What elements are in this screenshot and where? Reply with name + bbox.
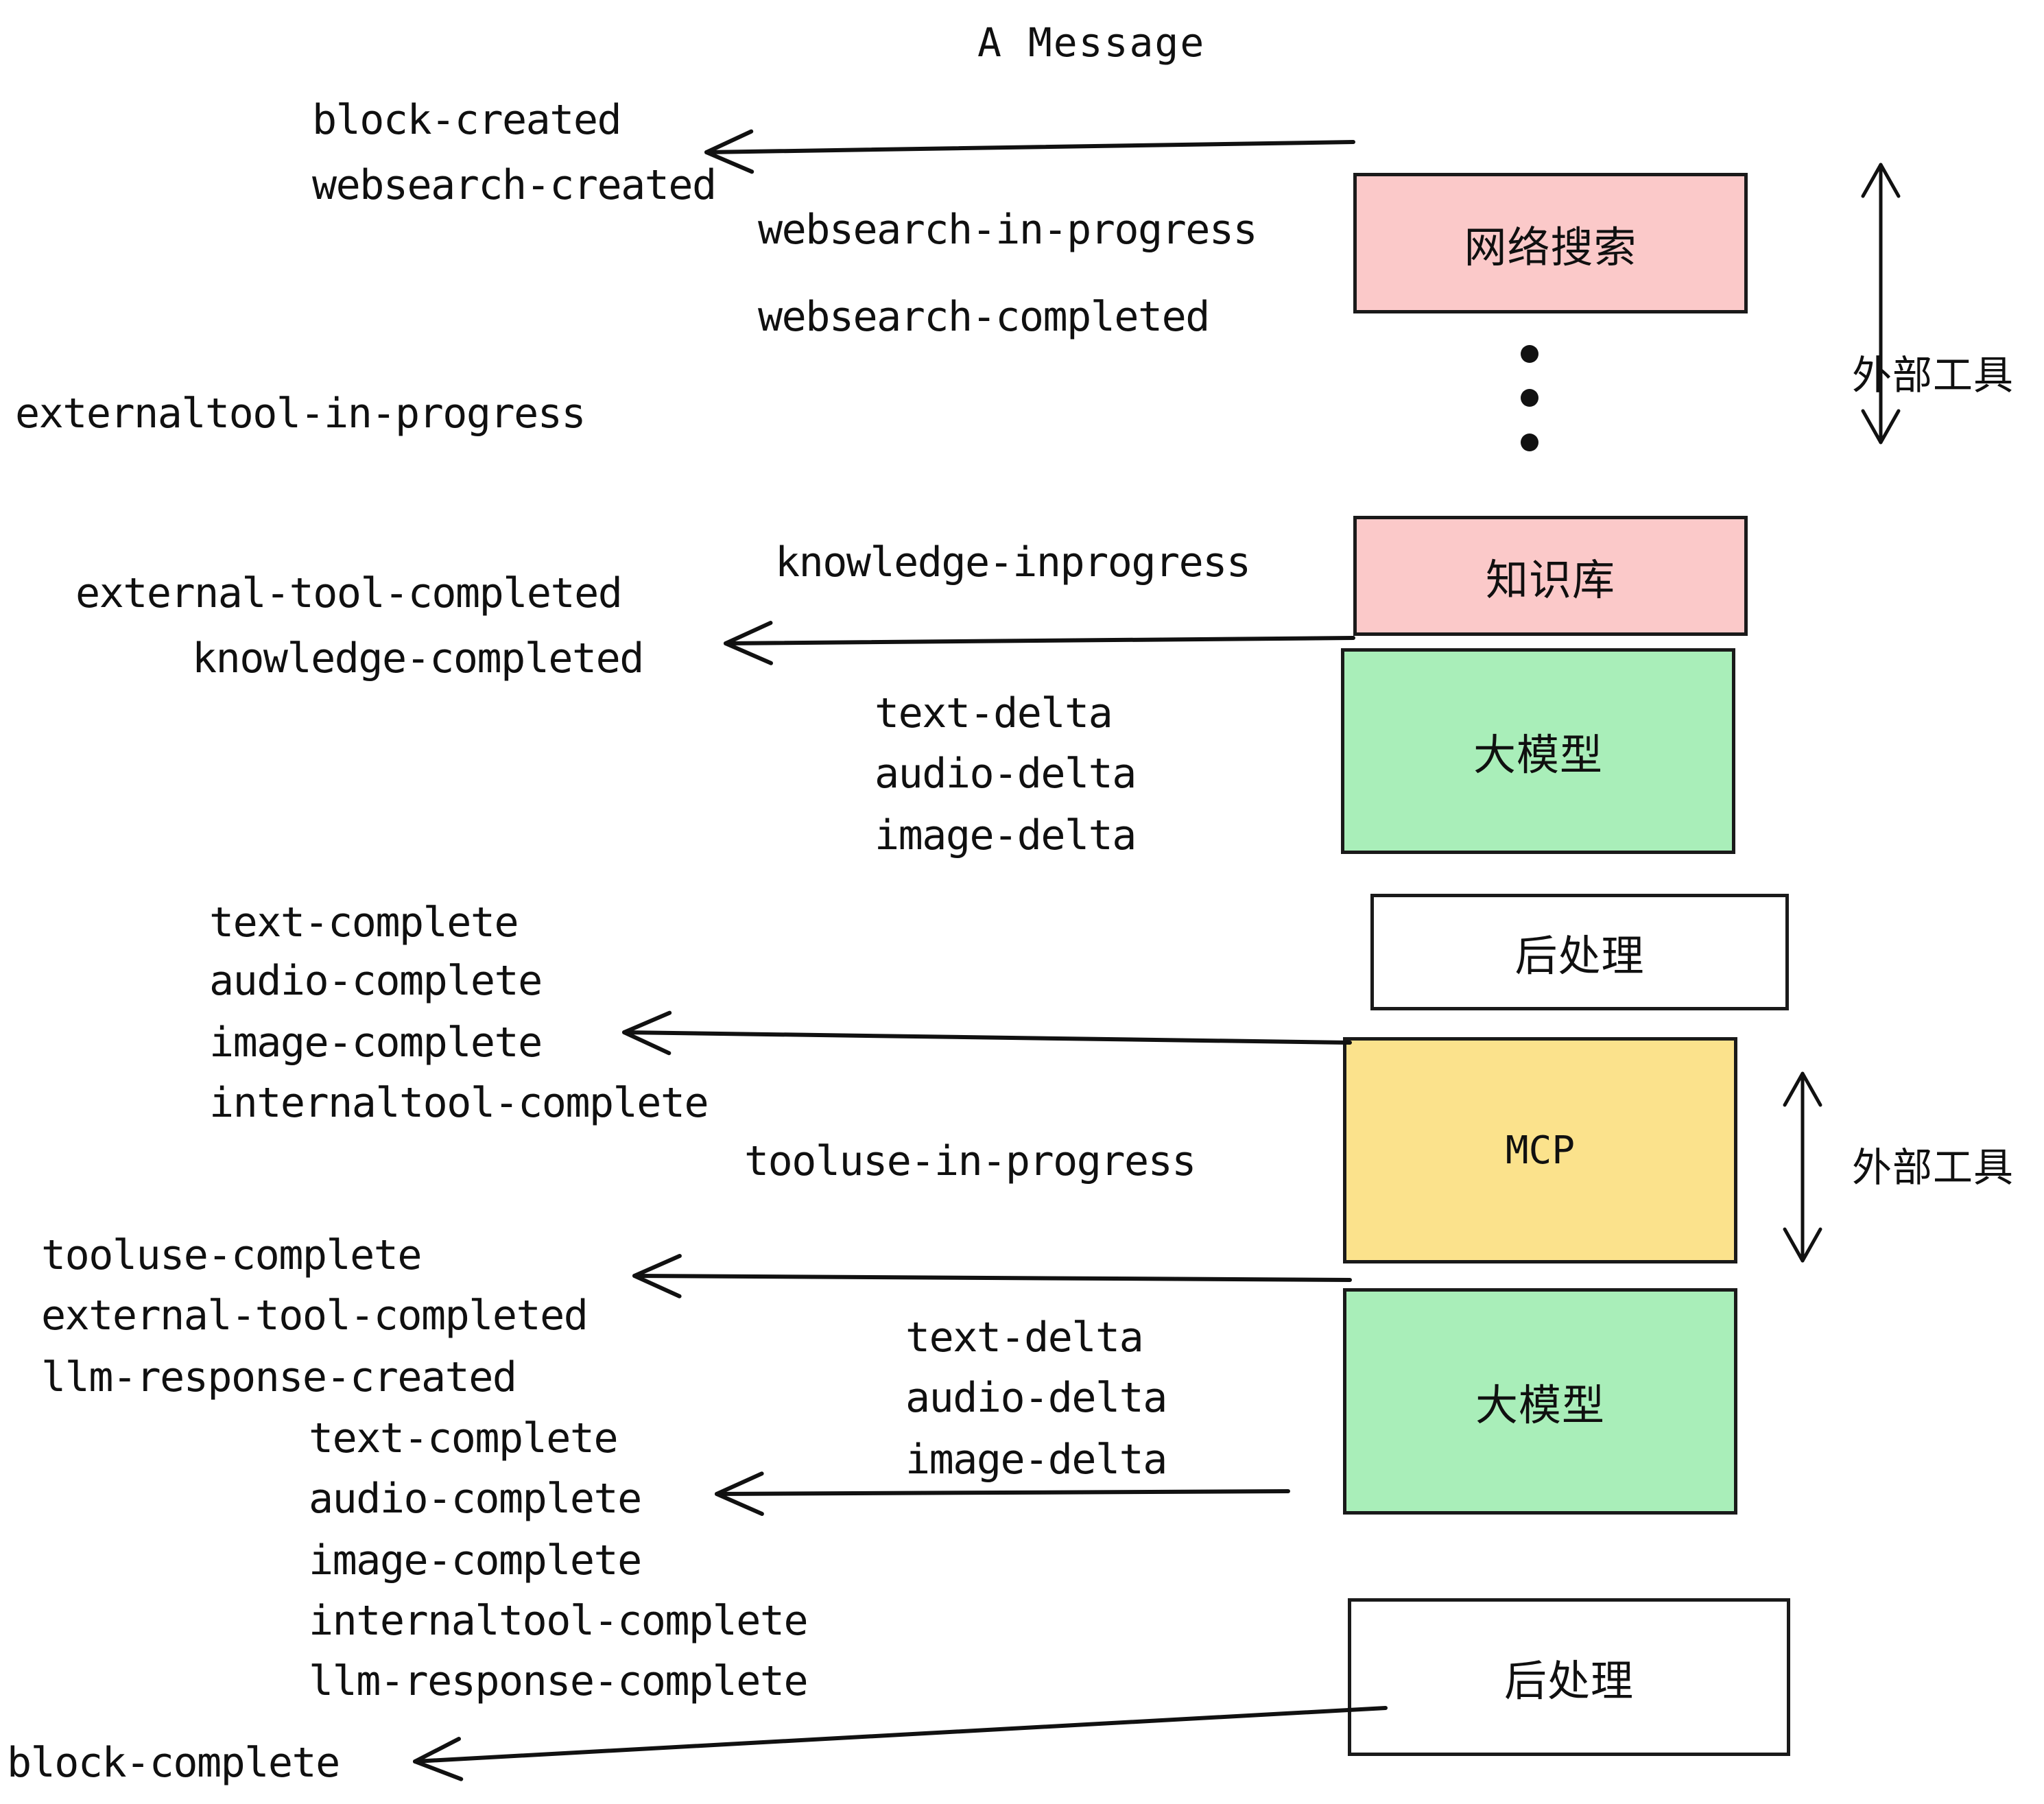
event-label-external-tool-completed-2: external-tool-completed	[41, 1292, 589, 1340]
page-title: A Message	[977, 19, 1206, 66]
event-label-image-delta-1: image-delta	[875, 811, 1137, 859]
event-label-websearch-in-progress: websearch-in-progress	[758, 206, 1258, 254]
node-box-postprocess-bottom: 后处理	[1348, 1598, 1790, 1756]
node-box-label: 大模型	[1475, 1380, 1605, 1430]
event-label-internaltool-complete-2: internaltool-complete	[309, 1597, 809, 1645]
event-label-external-tool-completed-1: external-tool-completed	[75, 569, 623, 617]
node-box-label: 大模型	[1473, 730, 1603, 780]
node-box-knowledge: 知识库	[1353, 516, 1748, 636]
arrow-knowledge-completed	[724, 621, 1355, 665]
event-label-websearch-completed: websearch-completed	[758, 293, 1210, 341]
event-label-block-complete: block-complete	[7, 1739, 340, 1787]
node-box-label: 网络搜索	[1464, 222, 1637, 272]
arrow-audio-complete-shaft	[715, 1489, 1290, 1496]
node-box-mcp: MCP	[1343, 1037, 1737, 1263]
event-label-internaltool-complete-1: internaltool-complete	[209, 1079, 709, 1127]
side-label-external-tool-lower: 外部工具	[1852, 1144, 2015, 1191]
arrow-block-created-shaft	[704, 140, 1355, 154]
event-label-audio-complete-2: audio-complete	[309, 1475, 642, 1523]
arrow-block-complete	[413, 1706, 1388, 1781]
event-label-image-complete-2: image-complete	[309, 1536, 642, 1585]
event-label-audio-complete-1: audio-complete	[209, 957, 543, 1005]
node-box-llm-top: 大模型	[1341, 648, 1735, 854]
vertical-ellipsis	[1521, 345, 1538, 451]
node-box-label: MCP	[1505, 1128, 1576, 1173]
event-label-text-delta-1: text-delta	[875, 689, 1113, 737]
bracket-external-tool-lower-head-down	[1783, 1227, 1822, 1263]
bracket-external-tool-lower-head-up	[1783, 1071, 1822, 1107]
node-box-postprocess-top: 后处理	[1370, 894, 1789, 1010]
arrow-knowledge-completed-shaft	[724, 636, 1355, 645]
node-box-label: 后处理	[1504, 1656, 1634, 1706]
ellipsis-dot	[1521, 345, 1538, 363]
bracket-external-tool-upper-head-up	[1861, 163, 1901, 198]
event-label-tooluse-in-progress: tooluse-in-progress	[744, 1137, 1196, 1185]
arrow-knowledge-completed-head	[724, 621, 773, 665]
arrow-tooluse-complete-shaft	[632, 1274, 1352, 1282]
arrow-tooluse-complete-head	[632, 1254, 682, 1298]
event-label-audio-delta-2: audio-delta	[905, 1374, 1167, 1422]
node-box-label: 知识库	[1485, 554, 1615, 605]
event-label-audio-delta-1: audio-delta	[875, 750, 1137, 798]
arrow-image-complete-shaft	[622, 1030, 1352, 1045]
event-label-knowledge-completed: knowledge-completed	[192, 634, 644, 683]
event-label-llm-response-complete: llm-response-complete	[309, 1657, 809, 1705]
arrow-image-complete-head	[622, 1010, 672, 1056]
arrow-tooluse-complete	[632, 1254, 1352, 1298]
event-label-knowledge-inprogress: knowledge-inprogress	[775, 538, 1251, 586]
event-label-image-delta-2: image-delta	[905, 1436, 1167, 1484]
arrow-block-complete-shaft	[413, 1706, 1388, 1764]
arrow-image-complete	[622, 1010, 1352, 1056]
arrow-audio-complete-head	[715, 1471, 764, 1517]
node-box-llm-bottom: 大模型	[1343, 1288, 1737, 1515]
ellipsis-dot	[1521, 389, 1538, 407]
bracket-external-tool-upper-head-down	[1861, 409, 1901, 444]
event-label-image-complete-1: image-complete	[209, 1019, 543, 1067]
event-label-text-complete-1: text-complete	[209, 899, 519, 947]
event-label-externaltool-in-progress: externaltool-in-progress	[15, 390, 586, 438]
event-label-tooluse-complete: tooluse-complete	[41, 1231, 422, 1279]
event-label-text-complete-2: text-complete	[309, 1414, 619, 1462]
side-label-external-tool-upper: 外部工具	[1852, 352, 2015, 399]
arrow-block-complete-head	[413, 1737, 464, 1781]
event-label-llm-response-created: llm-response-created	[41, 1353, 517, 1401]
bracket-external-tool-lower	[1783, 1071, 1822, 1263]
ellipsis-dot	[1521, 434, 1538, 451]
event-label-websearch-created: websearch-created	[312, 161, 717, 209]
event-label-text-delta-2: text-delta	[905, 1314, 1144, 1362]
arrow-block-created	[704, 129, 1355, 174]
node-box-label: 后处理	[1514, 931, 1645, 981]
node-box-websearch: 网络搜索	[1353, 173, 1748, 313]
bracket-external-tool-upper	[1861, 163, 1901, 444]
event-label-block-created: block-created	[312, 96, 622, 144]
